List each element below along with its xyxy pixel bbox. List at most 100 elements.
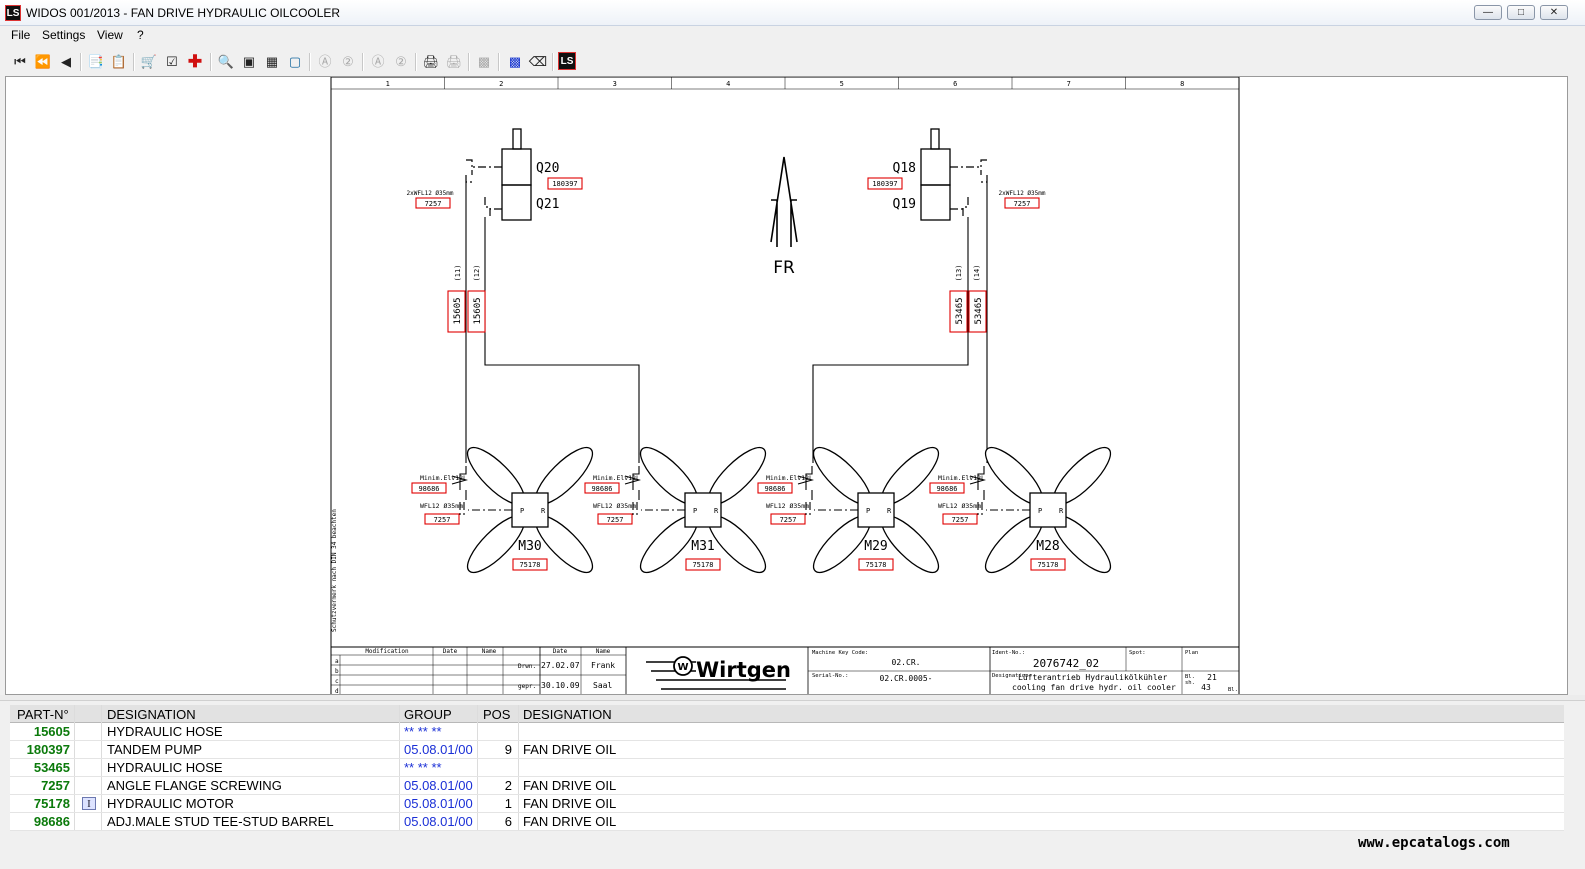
pump-label-q18: Q18: [893, 161, 916, 176]
cell-designation-2: FAN DRIVE OIL: [523, 778, 617, 793]
hose-pos-12: (12): [473, 265, 481, 282]
cell-group: 05.08.01/00: [404, 778, 473, 793]
column-number-4: 4: [726, 80, 730, 88]
prev-fast-icon[interactable]: ⏪: [34, 54, 52, 69]
menu-file[interactable]: File: [11, 28, 31, 42]
svg-text:Serial-No.:: Serial-No.:: [812, 673, 848, 679]
elbow-part: 98686: [418, 485, 439, 493]
circle-2-prev-icon[interactable]: ②: [395, 54, 407, 69]
col-part-number[interactable]: PART-N°: [17, 707, 69, 722]
cell-group: 05.08.01/00: [404, 814, 473, 829]
col-designation-2[interactable]: DESIGNATION: [523, 707, 612, 722]
col-group[interactable]: GROUP: [404, 707, 452, 722]
cell-designation-2: FAN DRIVE OIL: [523, 742, 617, 757]
elbow-label: Minim.Elv12L: [766, 474, 813, 482]
svg-text:02.CR.0005-: 02.CR.0005-: [880, 674, 933, 683]
flange-part: 7257: [952, 516, 969, 524]
print-disabled-icon[interactable]: 🖨: [445, 54, 463, 69]
menu-settings[interactable]: Settings: [42, 28, 86, 42]
minimize-button[interactable]: —: [1474, 5, 1502, 20]
elbow-part: 98686: [764, 485, 785, 493]
toolbar: ⏮ ⏪ ◀ 📑 📋 🛒 ☑ ✚ 🔍 ▣ ▦ ▢ Ⓐ ② Ⓐ ② 🖨 🖨 ▩ ▩ …: [0, 48, 1585, 76]
svg-text:02.CR.: 02.CR.: [892, 658, 921, 667]
drawing-sheet: [330, 77, 1240, 694]
col-designation[interactable]: DESIGNATION: [107, 707, 196, 722]
circle-a-icon[interactable]: Ⓐ: [318, 54, 332, 69]
pump-fitting-right: 2xWFL12 Ø35mm: [999, 190, 1046, 197]
wirtgen-logo-text: Wirtgen: [696, 658, 791, 682]
prev-icon[interactable]: ◀: [61, 54, 71, 69]
logo-icon[interactable]: LS: [558, 52, 576, 70]
bookmark-icon[interactable]: 📑: [87, 54, 105, 69]
column-number-3: 3: [613, 80, 617, 88]
column-number-8: 8: [1180, 80, 1184, 88]
svg-text:Saal: Saal: [593, 681, 612, 690]
svg-text:W: W: [677, 662, 688, 673]
hose-part-11: 15605: [453, 297, 463, 324]
left-tandem-pump: Q20 Q21 180397 2xWFL12 Ø35mm 7257: [407, 128, 583, 221]
select-icon[interactable]: ▩: [508, 54, 522, 69]
svg-text:Bl.: Bl.: [1185, 674, 1195, 680]
frame-icon[interactable]: ▢: [288, 54, 302, 69]
svg-text:43: 43: [1201, 683, 1211, 692]
cell-designation: HYDRAULIC HOSE: [107, 724, 223, 739]
direction-label: FR: [773, 258, 795, 278]
wirtgen-logo: W Wirtgen: [646, 656, 791, 690]
motor-label: M30: [518, 539, 541, 554]
cell-designation: TANDEM PUMP: [107, 742, 203, 757]
eraser-icon[interactable]: ⌫: [528, 54, 548, 69]
pane-splitter[interactable]: [0, 695, 1585, 701]
app-logo-icon: LS: [5, 5, 21, 21]
first-page-icon[interactable]: ⏮: [14, 54, 26, 69]
svg-text:Machine Key Code:: Machine Key Code:: [812, 650, 868, 656]
maximize-button[interactable]: □: [1507, 5, 1535, 20]
table-row[interactable]: 15605 HYDRAULIC HOSE ** ** **: [10, 723, 1564, 741]
port-r-label: R: [887, 507, 892, 515]
circle-a-prev-icon[interactable]: Ⓐ: [371, 54, 385, 69]
svg-text:Name: Name: [596, 648, 611, 655]
window-title: WIDOS 001/2013 - FAN DRIVE HYDRAULIC OIL…: [26, 6, 341, 20]
col-pos[interactable]: POS: [483, 707, 511, 722]
bookmark-list-icon[interactable]: 📋: [110, 54, 128, 69]
fit-width-icon[interactable]: ▦: [265, 54, 279, 69]
flange-label: WFL12 Ø35mm: [593, 502, 636, 510]
svg-text:30.10.09: 30.10.09: [541, 681, 580, 690]
motor-part: 75178: [1037, 561, 1058, 569]
column-number-5: 5: [840, 80, 844, 88]
port-p-label: P: [1038, 507, 1042, 515]
checklist-icon[interactable]: ☑: [166, 54, 178, 69]
zoom-in-icon[interactable]: 🔍: [217, 54, 235, 69]
cell-designation: HYDRAULIC HOSE: [107, 760, 223, 775]
pump-part-left: 180397: [552, 180, 577, 188]
menu-view[interactable]: View: [97, 28, 123, 42]
cart-icon[interactable]: 🛒: [140, 54, 158, 69]
fit-page-icon[interactable]: ▣: [242, 54, 256, 69]
pump-label-q21: Q21: [536, 197, 559, 212]
hose-pos-11: (11): [454, 265, 462, 282]
cell-group: ** ** **: [404, 724, 442, 739]
port-p-label: P: [866, 507, 870, 515]
menu-help[interactable]: ?: [137, 28, 144, 42]
hose-part-14: 53465: [974, 297, 984, 324]
flange-label: WFL12 Ø35mm: [938, 502, 981, 510]
right-tandem-pump: Q18 Q19 180397 2xWFL12 Ø35mm 7257: [867, 128, 1046, 221]
svg-text:cooling fan drive hydr. oil co: cooling fan drive hydr. oil cooler: [1012, 683, 1176, 692]
add-cross-icon[interactable]: ✚: [187, 52, 203, 71]
svg-text:2076742_02: 2076742_02: [1033, 657, 1099, 670]
circle-2-icon[interactable]: ②: [342, 54, 354, 69]
print-icon[interactable]: 🖨: [422, 54, 440, 69]
hose-part-12: 15605: [473, 297, 483, 324]
close-button[interactable]: ✕: [1540, 5, 1568, 20]
svg-text:c: c: [335, 678, 339, 685]
stack-disabled-icon[interactable]: ▩: [477, 54, 491, 69]
info-icon[interactable]: I: [82, 797, 96, 810]
cell-part-number: 15605: [33, 724, 70, 739]
cell-group: ** ** **: [404, 760, 442, 775]
flange-part: 7257: [434, 516, 451, 524]
